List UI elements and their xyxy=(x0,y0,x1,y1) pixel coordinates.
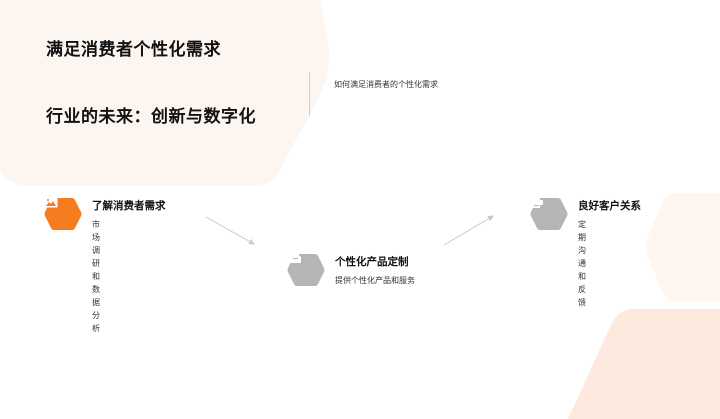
slide-title: 满足消费者个性化需求 xyxy=(46,40,221,60)
sofa-icon xyxy=(287,253,325,287)
subtitle-text: 如何满足消费者的个性化需求 xyxy=(334,80,438,89)
image-icon xyxy=(44,197,82,231)
step-label: 良好客户关系 xyxy=(578,200,641,212)
step-icon-badge xyxy=(287,253,325,287)
step-description: 市场调研和数据分析 xyxy=(92,220,100,333)
step-icon-badge xyxy=(44,197,82,231)
step-label: 个性化产品定制 xyxy=(335,256,409,268)
printer-icon xyxy=(530,197,568,231)
section-heading: 行业的未来：创新与数字化 xyxy=(46,107,256,127)
step-icon-badge xyxy=(530,197,568,231)
step-description: 定期沟通和反馈 xyxy=(578,220,586,307)
step-description: 提供个性化产品和服务 xyxy=(335,276,415,285)
background-hexagon-right xyxy=(645,193,720,301)
background-hexagon-top-left xyxy=(0,0,329,186)
background-hexagon-bottom-right xyxy=(568,309,720,419)
step-label: 了解消费者需求 xyxy=(92,200,166,212)
vertical-divider xyxy=(309,72,310,116)
